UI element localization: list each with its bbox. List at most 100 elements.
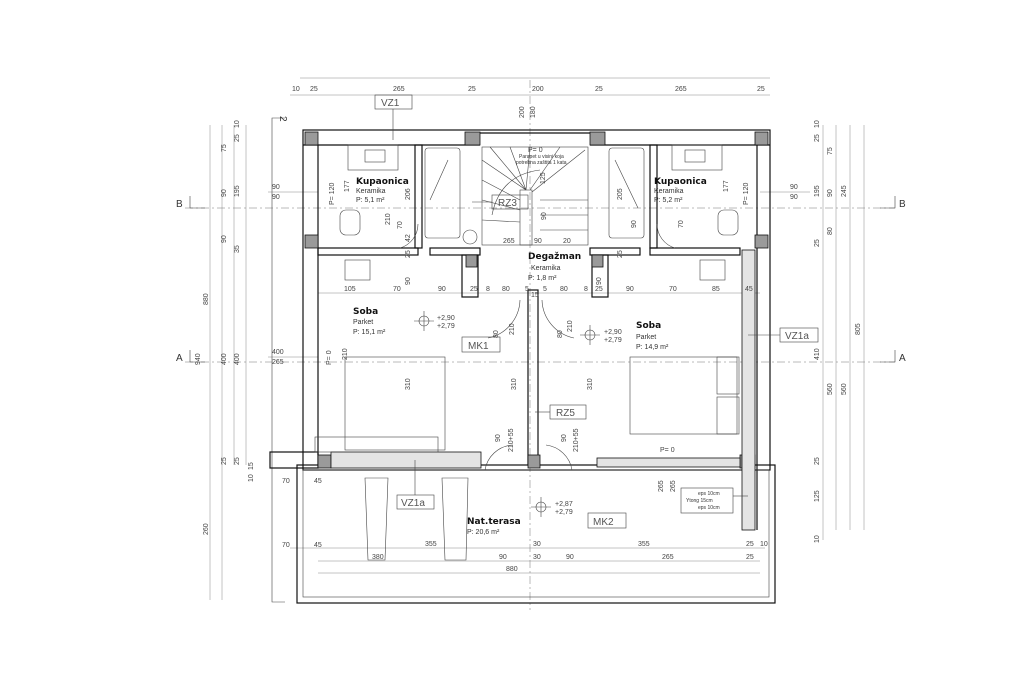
dimension-label: 85 (712, 286, 720, 293)
level-bottom-terrace: +2,79 (555, 509, 573, 516)
dimension-label: 310 (511, 378, 518, 390)
dimension-label: 45 (314, 542, 322, 549)
room-name: Kupaonica (654, 177, 707, 187)
room-name: Degažman (528, 252, 581, 262)
room-terrace: Nat.terasa P: 20,6 m² (467, 517, 521, 536)
dimension-label: 80 (502, 286, 510, 293)
dimension-label: 805 (855, 323, 862, 335)
dimension-label: 5 (525, 286, 529, 293)
tag-mk2: MK2 (587, 512, 627, 529)
room-bath-left: Kupaonica Keramika P: 5,1 m² (356, 177, 409, 204)
dimension-label: 90 (631, 220, 638, 228)
dimension-label: 70 (282, 478, 290, 485)
walls (269, 129, 776, 604)
dimension-label: 400 (272, 349, 284, 356)
tag-rz5: RZ5 (535, 404, 587, 420)
dimension-label: 355 (638, 541, 650, 548)
dimension-label: 25 (746, 554, 754, 561)
level-markers (414, 311, 600, 517)
dimension-label: 25 (814, 239, 821, 247)
dimension-label: 45 (314, 478, 322, 485)
dimension-label: 195 (814, 185, 821, 197)
dimension-label: 560 (841, 383, 848, 395)
dimension-label: 880 (506, 566, 518, 573)
dimension-label: 15 (248, 462, 255, 470)
dimension-label: 90 (221, 235, 228, 243)
tag-vz1a-right: VZ1a (748, 327, 819, 343)
fixtures (314, 144, 740, 561)
room-name: Kupaonica (356, 177, 409, 187)
dimension-label: 25 (405, 250, 412, 258)
dimension-label: 90 (438, 286, 446, 293)
dimension-label: 25 (234, 134, 241, 142)
dimension-label: 90 (790, 184, 798, 191)
room-name: Soba (636, 321, 661, 331)
tag-label: MK1 (468, 341, 489, 352)
insulation (330, 249, 756, 531)
tag-label: VZ1a (401, 498, 425, 509)
dimension-label: 90 (272, 194, 280, 201)
dimension-label: 8 (584, 286, 588, 293)
room-name: Soba (353, 307, 378, 317)
dimension-label: 30 (533, 541, 541, 548)
dimension-label: 25 (814, 457, 821, 465)
dimension-label: 210+55 (508, 428, 515, 452)
dimension-label: 80 (827, 227, 834, 235)
dimension-label: 206 (405, 188, 412, 200)
room-bath-right: Kupaonica Keramika P: 5,2 m² (654, 177, 707, 204)
dimension-label: 70 (397, 221, 404, 229)
dimension-label: 25 (757, 86, 765, 93)
dimension-label: 410 (814, 348, 821, 360)
dimension-label: 5 (543, 286, 547, 293)
dimension-label: 10 (814, 120, 821, 128)
dimension-label: 80 (557, 330, 564, 338)
parapet-room-left: P= 0 (326, 350, 333, 365)
dimension-label: 265 (662, 554, 674, 561)
dimension-label: 265 (393, 86, 405, 93)
dimension-label: 90 (827, 189, 834, 197)
dimension-label: 90 (566, 554, 574, 561)
dimension-label: 25 (814, 134, 821, 142)
dimension-label: 400 (234, 353, 241, 365)
dimension-label: 265 (670, 480, 677, 492)
dimension-label: 90 (790, 194, 798, 201)
dimension-label: 210 (342, 348, 349, 360)
dimension-label: 310 (587, 378, 594, 390)
dimension-label: 45 (745, 286, 753, 293)
north-label: 2 (277, 116, 288, 122)
room-floor: Keramika (531, 265, 561, 272)
dimension-label: 70 (282, 542, 290, 549)
dimension-label: 25 (595, 286, 603, 293)
stair-note-line2: potrebna zaštita 1 kata (516, 160, 567, 166)
dimension-label: 70 (393, 286, 401, 293)
wall-layer: eps 10cm (698, 505, 720, 511)
dimension-label: 90 (561, 434, 568, 442)
room-floor: Keramika (356, 188, 386, 195)
room-left: Soba Parket P: 15,1 m² (353, 307, 386, 336)
tag-rz3: RZ3 (472, 194, 529, 210)
level-bottom-right: +2,79 (604, 337, 622, 344)
dimension-label: 210 (385, 213, 392, 225)
room-hall: Degažman Keramika P: 1,8 m² (528, 252, 581, 282)
level-top-right: +2,90 (604, 329, 622, 336)
dimension-label: 380 (372, 554, 384, 561)
level-top-left: +2,90 (437, 315, 455, 322)
dimension-label: 30 (533, 554, 541, 561)
dimension-label: 25 (234, 457, 241, 465)
dimension-label: 35 (234, 245, 241, 253)
dimension-label: 42 (405, 234, 412, 242)
dimension-label: 10 (234, 120, 241, 128)
room-area: P: 20,6 m² (467, 529, 500, 536)
parapet-room-right: P= 0 (660, 447, 675, 454)
room-right: Soba Parket P: 14,9 m² (636, 321, 669, 351)
section-b-left: B (176, 199, 183, 210)
dimension-label: 25 (310, 86, 318, 93)
room-area: P: 5,2 m² (654, 197, 683, 204)
wall-layers-note: eps 10cm Ytong 15cm eps 10cm (680, 487, 748, 514)
dimension-label: 90 (541, 212, 548, 220)
dimension-label: 105 (344, 286, 356, 293)
dimension-label: 90 (272, 184, 280, 191)
tag-vz1: VZ1 (374, 94, 413, 140)
dimension-label: 25 (617, 250, 624, 258)
